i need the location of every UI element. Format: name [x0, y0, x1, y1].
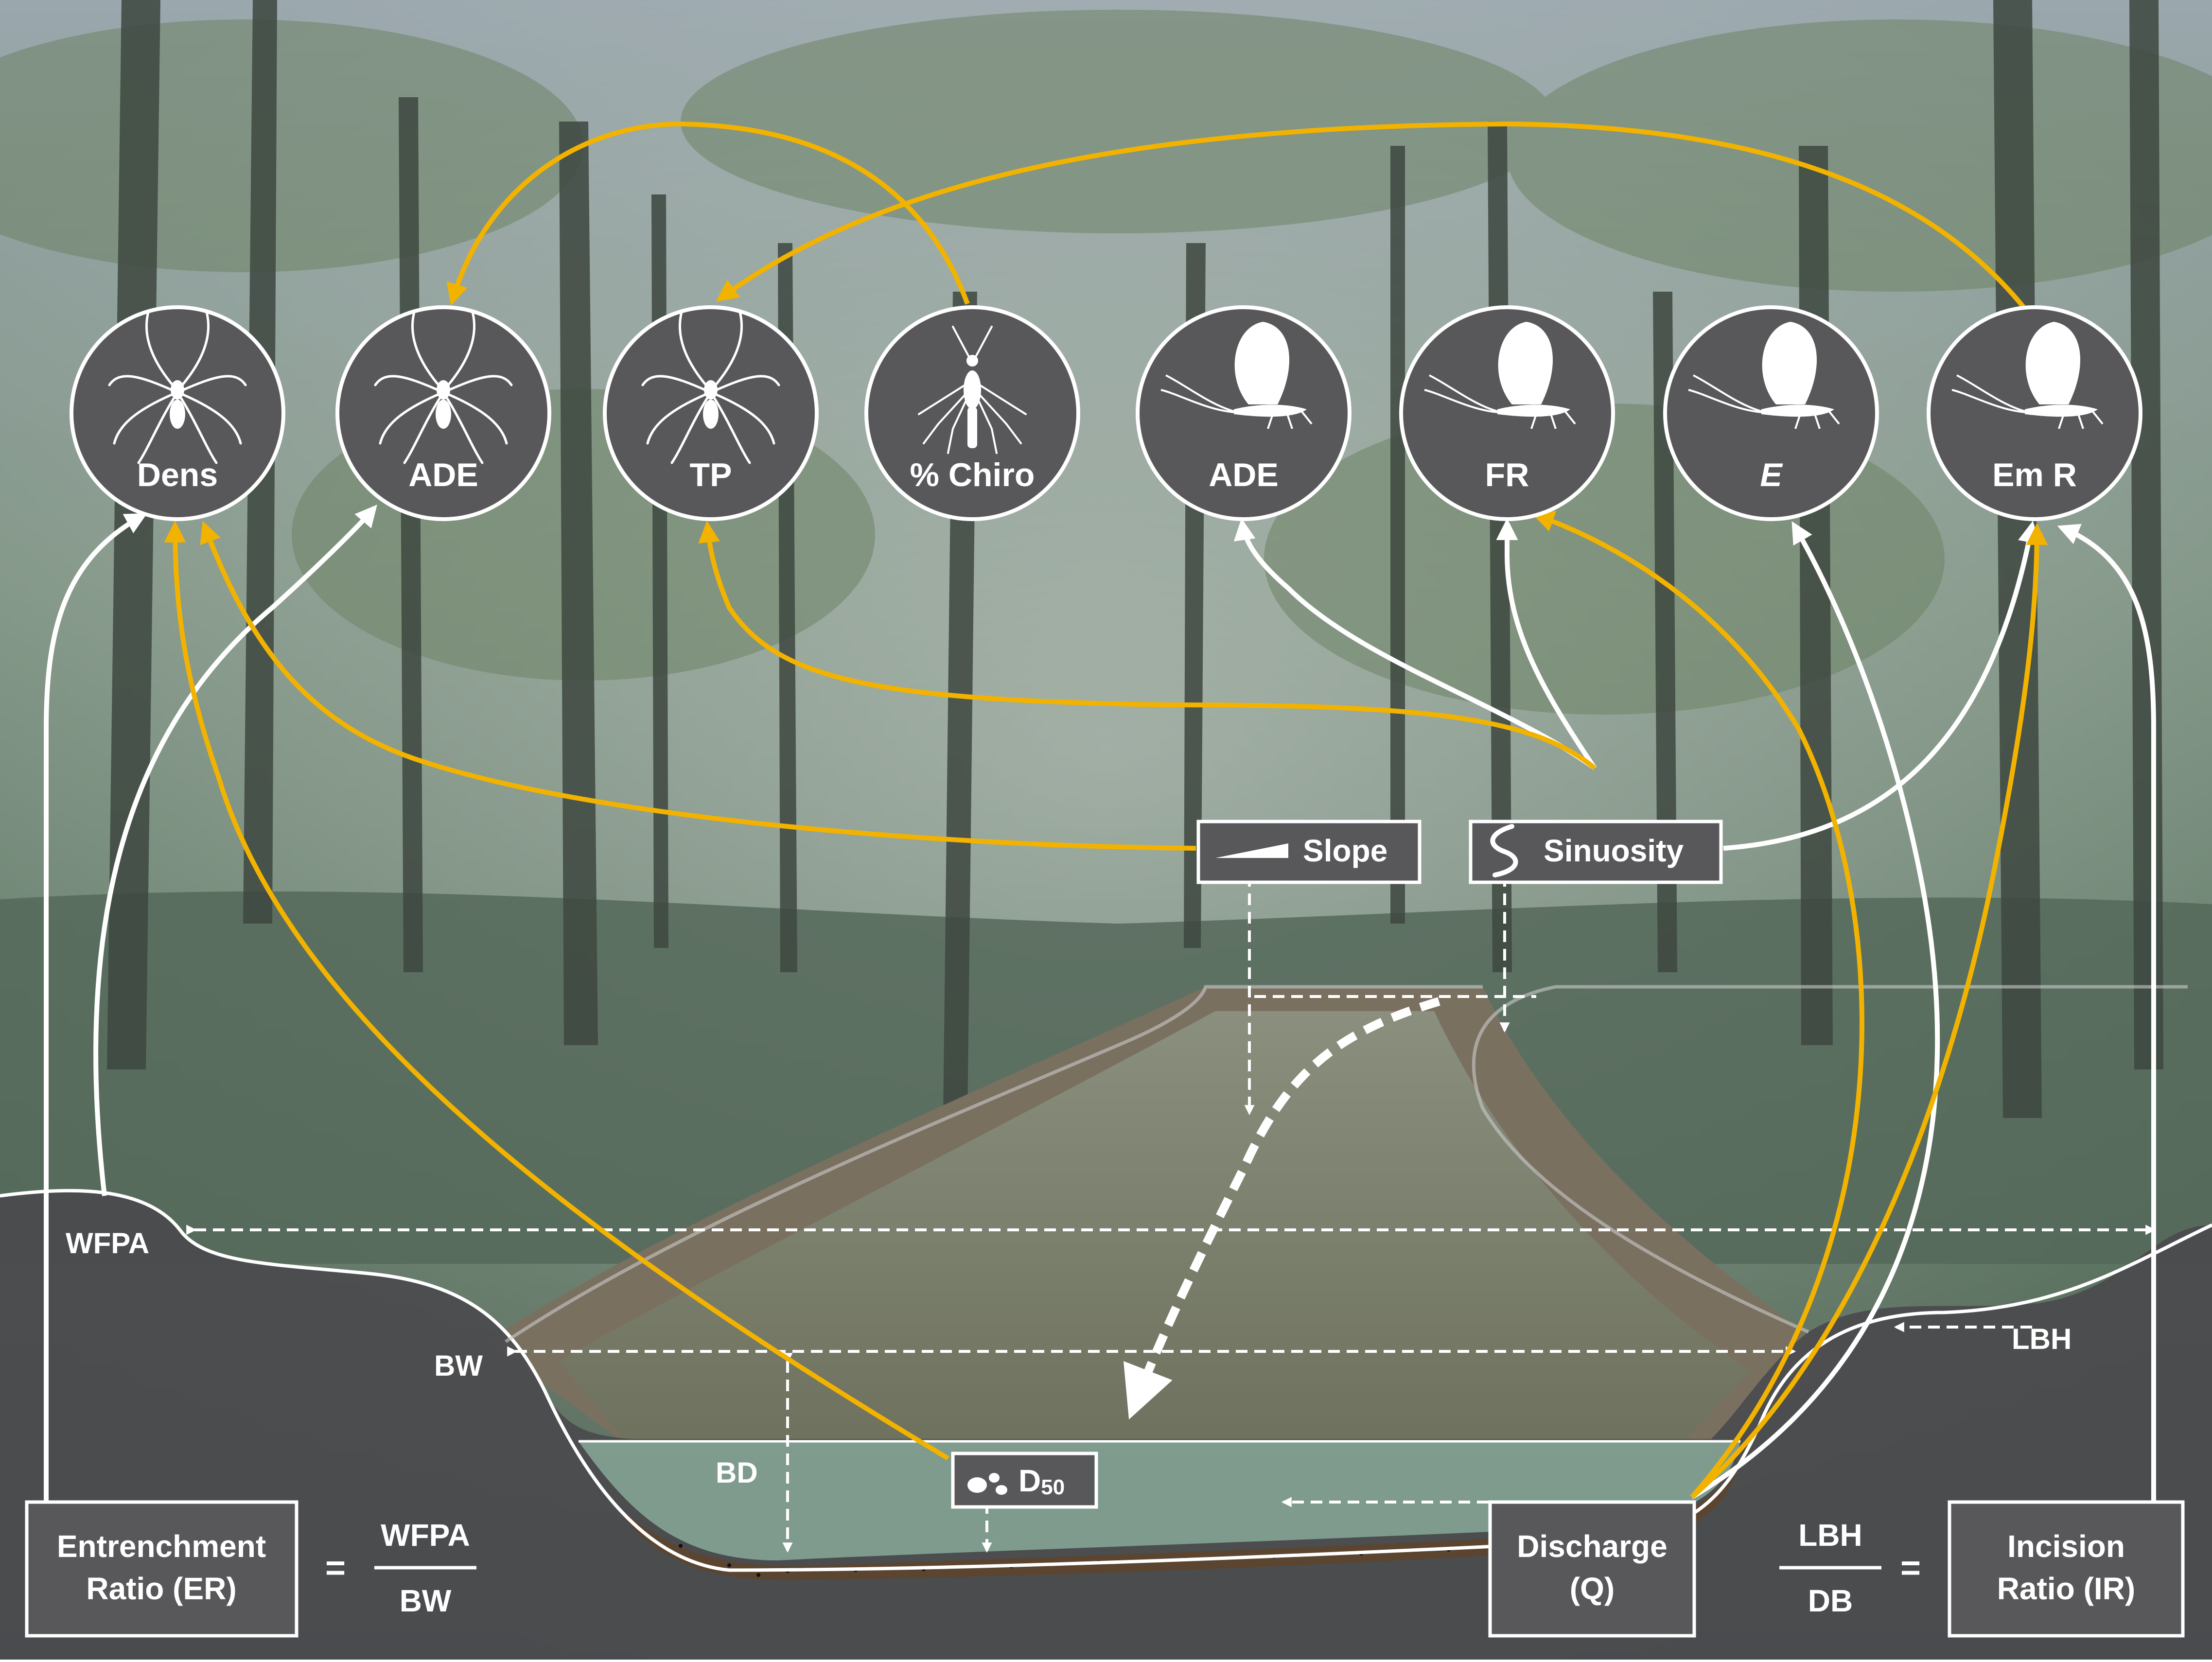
- ir-denominator: DB: [1808, 1583, 1853, 1618]
- sinuosity-box[interactable]: Sinuosity: [1469, 820, 1723, 884]
- white-relationship-arrows: [44, 505, 2156, 1502]
- er-to-dens-arrow: [44, 513, 147, 1502]
- ir-line1: Incision: [2007, 1529, 2125, 1564]
- metric-circle[interactable]: Dens: [70, 305, 285, 521]
- discharge-line2: (Q): [1570, 1571, 1615, 1606]
- discharge-box[interactable]: Discharge (Q): [1488, 1500, 1696, 1638]
- circle-label: TP: [690, 456, 732, 493]
- er-line1: Entrenchment: [57, 1529, 266, 1564]
- slope-label: Slope: [1303, 833, 1387, 868]
- sinuosity-to-tp-arrow: [698, 521, 1597, 770]
- metric-circle[interactable]: ADE: [335, 305, 551, 521]
- metric-circles: Dens ADE TP % Chiro ADE FR E Em R: [70, 305, 2142, 521]
- circle-label: ADE: [408, 456, 478, 493]
- ir-numerator: LBH: [1798, 1518, 1862, 1553]
- mayfly-icon: [1160, 322, 1313, 429]
- metric-circle[interactable]: Em R: [1927, 305, 2142, 521]
- sinuosity-to-fr-arrow: [1496, 518, 1597, 770]
- discharge-to-e-arrow: [1690, 521, 1940, 1500]
- discharge-to-emr-arrow: [1690, 523, 2048, 1499]
- circle-label: E: [1760, 456, 1783, 493]
- d50-box[interactable]: D50: [951, 1452, 1098, 1509]
- ir-to-emr-arrow: [2057, 524, 2156, 1502]
- discharge-to-fr-arrow: [1532, 510, 1864, 1499]
- spider-icon: [374, 311, 513, 464]
- er-line2: Ratio (ER): [86, 1571, 236, 1606]
- circle-label: Dens: [137, 456, 218, 493]
- squiggle-icon: [1490, 824, 1518, 877]
- sinuosity-to-mayfly-ade-arrow: [1233, 518, 1596, 770]
- wfpa-to-spider-ade-arrow: [93, 505, 377, 1196]
- er-denominator: BW: [400, 1583, 452, 1618]
- sinuosity-label: Sinuosity: [1544, 833, 1684, 868]
- metric-circle[interactable]: % Chiro: [864, 305, 1080, 521]
- circle-label: Em R: [1992, 456, 2077, 493]
- emr-to-tp-arrow: [716, 121, 2027, 311]
- entrenchment-ratio-box[interactable]: Entrenchment Ratio (ER): [25, 1500, 298, 1638]
- circle-label: ADE: [1209, 456, 1279, 493]
- er-numerator: WFPA: [381, 1518, 470, 1553]
- ir-equals: =: [1900, 1549, 1921, 1588]
- discharge-line1: Discharge: [1517, 1529, 1667, 1564]
- slope-icon: [1215, 843, 1288, 858]
- d50-label: D50: [1018, 1463, 1065, 1499]
- d50-to-dens-arrow: [164, 521, 949, 1461]
- bd-label: BD: [716, 1456, 758, 1489]
- incision-ratio-box[interactable]: Incision Ratio (IR): [1948, 1500, 2185, 1638]
- metric-circle[interactable]: TP: [603, 305, 819, 521]
- metric-circle[interactable]: FR: [1399, 305, 1615, 521]
- lbh-label: LBH: [2012, 1323, 2072, 1355]
- circle-label: FR: [1485, 456, 1529, 493]
- metric-circle[interactable]: ADE: [1136, 305, 1352, 521]
- circle-label: % Chiro: [910, 456, 1035, 493]
- slope-to-dens-arrow: [200, 521, 1196, 851]
- mayfly-icon: [1688, 322, 1840, 429]
- bw-label: BW: [434, 1349, 483, 1382]
- wfpa-label: WFPA: [66, 1227, 149, 1260]
- mayfly-icon: [1424, 322, 1576, 429]
- spider-icon: [108, 311, 247, 464]
- midge-icon: [918, 326, 1027, 454]
- sinuosity-to-emr-arrow: [1723, 521, 2040, 851]
- slope-box[interactable]: Slope: [1196, 820, 1422, 884]
- pebbles-icon: [967, 1473, 1007, 1495]
- yellow-relationship-arrows: [164, 121, 2048, 1499]
- chiro-to-spider-ade-arrow: [446, 121, 970, 306]
- er-equals: =: [325, 1549, 346, 1588]
- mayfly-icon: [1951, 322, 2104, 429]
- metric-circle[interactable]: E: [1663, 305, 1879, 521]
- spider-icon: [641, 311, 780, 464]
- ir-line2: Ratio (IR): [1997, 1571, 2135, 1606]
